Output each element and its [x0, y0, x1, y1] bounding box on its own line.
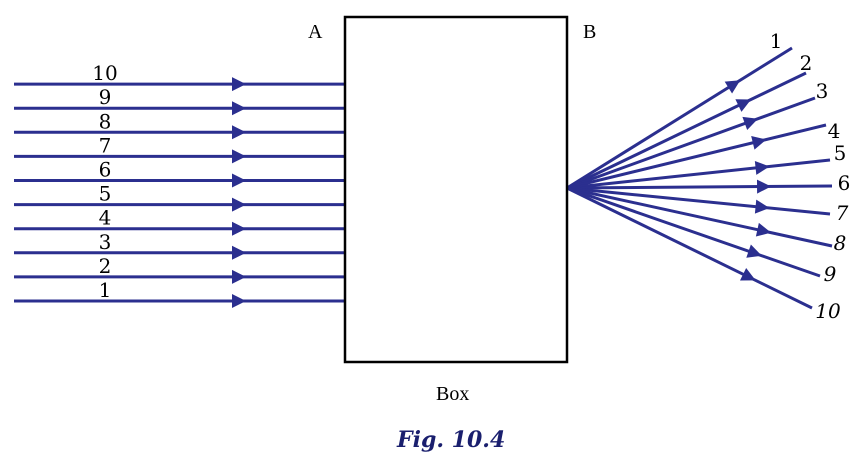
incoming-ray: 10 — [14, 61, 345, 92]
box-label: Box — [436, 383, 469, 405]
arrow-icon — [232, 101, 246, 116]
arrow-icon — [742, 116, 758, 131]
arrow-icon — [232, 245, 246, 260]
incoming-ray-label: 6 — [99, 158, 112, 182]
outgoing-ray-line — [566, 96, 816, 190]
outgoing-ray: 6 — [566, 171, 851, 195]
arrow-icon — [751, 135, 767, 150]
incoming-ray-label: 3 — [99, 230, 112, 254]
incoming-ray: 3 — [14, 230, 345, 260]
outgoing-ray-label: 4 — [828, 119, 841, 143]
arrow-icon — [746, 244, 762, 258]
box — [343, 15, 569, 364]
outgoing-ray-line — [566, 46, 793, 190]
point-b-label: B — [583, 21, 596, 43]
incoming-ray: 9 — [14, 85, 345, 116]
incoming-ray: 6 — [14, 158, 345, 188]
outgoing-ray: 1 — [566, 29, 793, 190]
arrow-icon — [756, 179, 772, 194]
incoming-ray-label: 9 — [99, 85, 112, 109]
arrow-icon — [754, 160, 770, 175]
incoming-ray-label: 4 — [99, 206, 112, 230]
arrow-icon — [232, 77, 246, 92]
outgoing-ray-line — [566, 186, 831, 216]
outgoing-ray: 3 — [566, 79, 829, 190]
outgoing-ray: 5 — [566, 141, 847, 190]
arrow-icon — [724, 80, 741, 94]
outgoing-ray: 7 — [566, 186, 849, 225]
outgoing-ray-label: 1 — [770, 29, 783, 53]
outgoing-ray-label: 2 — [800, 51, 813, 75]
incoming-ray: 4 — [14, 206, 345, 236]
outgoing-ray-label: 5 — [834, 141, 847, 165]
incoming-ray: 8 — [14, 109, 345, 140]
incoming-ray: 2 — [14, 254, 345, 284]
outgoing-ray: 9 — [566, 186, 837, 286]
incoming-ray-label: 8 — [99, 109, 112, 133]
outgoing-ray-label: 9 — [824, 262, 837, 286]
arrow-icon — [232, 149, 246, 164]
arrow-icon — [755, 222, 772, 237]
incoming-ray-label: 7 — [99, 133, 112, 157]
incoming-ray-label: 1 — [99, 278, 112, 302]
incoming-ray-label: 5 — [99, 182, 112, 206]
arrow-icon — [232, 221, 246, 236]
arrow-icon — [735, 99, 752, 112]
outgoing-ray: 10 — [566, 186, 841, 323]
outgoing-ray-line — [566, 186, 821, 278]
outgoing-ray-line — [566, 158, 831, 190]
outgoing-ray: 8 — [566, 186, 847, 255]
incoming-ray-label: 10 — [92, 61, 117, 85]
point-a-label: A — [308, 21, 323, 43]
outgoing-ray: 2 — [566, 51, 813, 190]
outgoing-ray-label: 3 — [816, 79, 829, 103]
outgoing-ray-label: 7 — [836, 201, 849, 225]
outgoing-ray-line — [566, 184, 833, 190]
outgoing-ray-label: 8 — [834, 231, 847, 255]
outgoing-ray-label: 10 — [815, 299, 841, 323]
outgoing-ray: 4 — [566, 119, 841, 190]
arrow-icon — [232, 269, 246, 284]
incoming-ray-label: 2 — [99, 254, 112, 278]
arrow-icon — [232, 125, 246, 140]
incoming-ray: 7 — [14, 133, 345, 164]
arrow-icon — [232, 173, 246, 188]
arrow-icon — [739, 267, 756, 281]
incoming-ray: 5 — [14, 182, 345, 212]
arrow-icon — [232, 294, 246, 308]
outgoing-ray-line — [566, 71, 807, 190]
outgoing-rays: 123 45 6 7 8 9 10 — [566, 29, 851, 323]
arrow-icon — [754, 199, 770, 214]
arrow-icon — [232, 197, 246, 212]
outgoing-ray-line — [566, 186, 833, 248]
outgoing-ray-line — [566, 123, 827, 190]
outgoing-ray-line — [566, 186, 813, 310]
figure-caption: Fig. 10.4 — [396, 427, 505, 453]
incoming-ray: 1 — [14, 278, 345, 308]
outgoing-ray-label: 6 — [838, 171, 851, 195]
